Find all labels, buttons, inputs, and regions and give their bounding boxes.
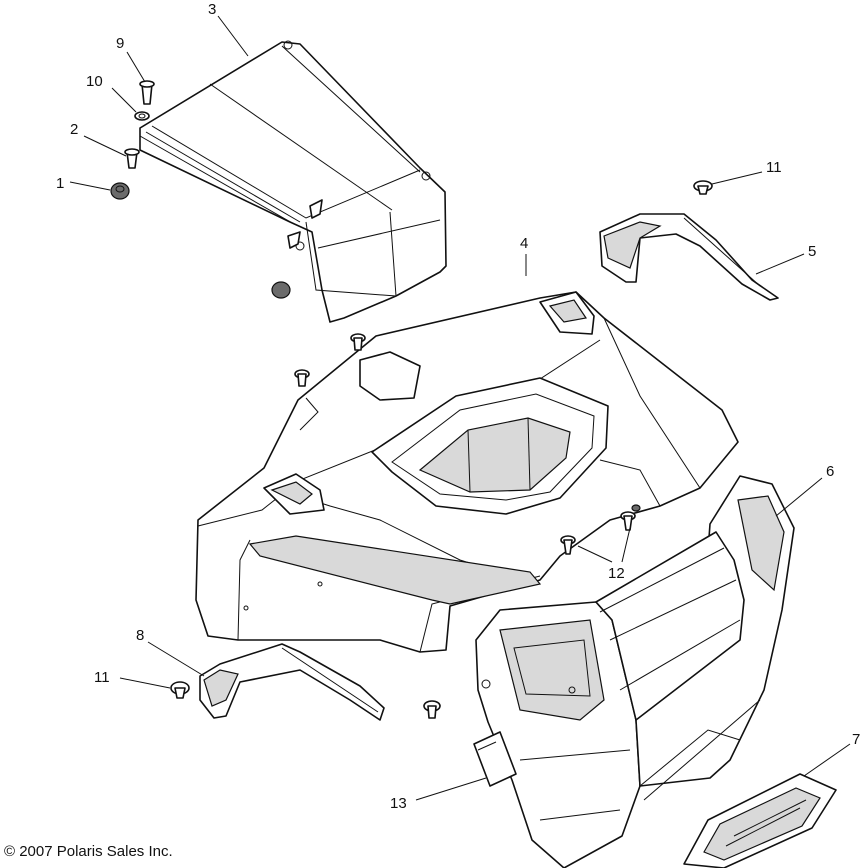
leader-lines xyxy=(69,15,851,801)
callout-9: 9 xyxy=(116,35,124,52)
cover-bolt-right xyxy=(287,199,323,249)
part-3-cover xyxy=(139,40,447,323)
callout-2: 2 xyxy=(70,121,78,138)
part-11-rivet-upper xyxy=(693,180,713,195)
part-10-washer xyxy=(134,111,150,121)
part-6-bumper xyxy=(475,475,795,868)
part-12-screws xyxy=(560,504,641,555)
callout-labels: 3 9 10 2 1 4 11 5 6 7 8 11 12 13 xyxy=(56,1,860,812)
callout-12: 12 xyxy=(608,565,625,582)
part-4-body xyxy=(195,291,739,653)
part-5-trim xyxy=(599,213,779,301)
callout-1: 1 xyxy=(56,175,64,192)
callout-4: 4 xyxy=(520,235,528,252)
callout-10: 10 xyxy=(86,73,103,90)
callout-11-lower: 11 xyxy=(94,669,110,686)
cover-nut-right xyxy=(271,281,291,299)
part-11-rivet-lower xyxy=(170,681,190,699)
part-7-plate xyxy=(683,773,837,868)
callout-8: 8 xyxy=(136,627,144,644)
body-rivet-left xyxy=(294,369,310,387)
callout-13: 13 xyxy=(390,795,407,812)
part-8-trim xyxy=(199,643,385,721)
part-1-nut xyxy=(110,182,130,200)
body-rivet-top xyxy=(350,333,366,351)
part-13-decal xyxy=(473,731,517,787)
part-9-bolt xyxy=(139,80,155,105)
callout-6: 6 xyxy=(826,463,834,480)
callout-7: 7 xyxy=(852,731,860,748)
callout-5: 5 xyxy=(808,243,816,260)
body-rivet-bottom xyxy=(423,700,441,719)
callout-11-upper: 11 xyxy=(766,159,782,176)
callout-3: 3 xyxy=(208,1,216,18)
copyright-text: © 2007 Polaris Sales Inc. xyxy=(4,843,173,860)
part-2-bolt xyxy=(124,148,140,169)
